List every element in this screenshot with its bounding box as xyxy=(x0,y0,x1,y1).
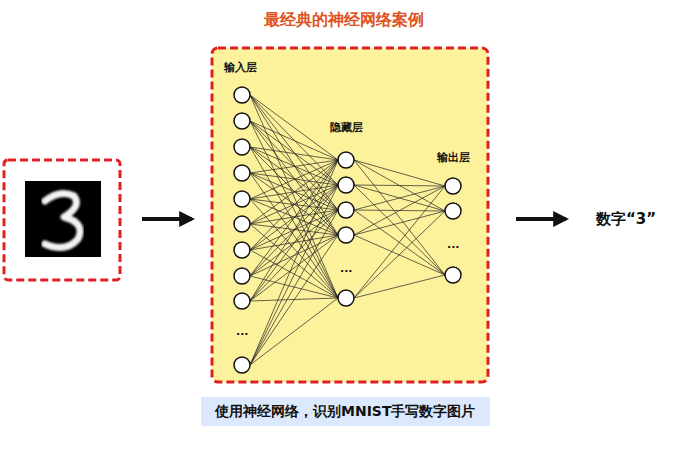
neuron xyxy=(234,216,250,232)
neuron xyxy=(338,290,354,306)
synapse-line xyxy=(250,160,338,199)
synapse-line xyxy=(250,173,338,185)
image-frame xyxy=(4,160,120,280)
neuron xyxy=(445,267,461,283)
layer-label: 输出层 xyxy=(435,151,472,164)
synapse-line xyxy=(354,185,445,211)
synapse-line xyxy=(354,275,445,298)
synapse-line xyxy=(354,186,445,210)
synapse-line xyxy=(250,160,338,173)
network-panel xyxy=(212,48,488,382)
output-arrow xyxy=(516,217,566,221)
network xyxy=(234,87,461,373)
synapse-line xyxy=(250,121,338,210)
synapse-line xyxy=(354,211,445,235)
neuron xyxy=(234,165,250,181)
synapse-line xyxy=(250,95,338,210)
synapse-line xyxy=(250,95,338,185)
neuron xyxy=(234,113,250,129)
neuron xyxy=(234,242,250,258)
ellipsis: ... xyxy=(234,326,251,337)
synapse-line xyxy=(354,235,445,275)
synapse-line xyxy=(250,95,338,235)
neuron xyxy=(234,87,250,103)
neuron xyxy=(234,191,250,207)
synapse-line xyxy=(250,185,338,365)
synapse-line xyxy=(354,186,445,298)
ellipsis: ... xyxy=(338,263,355,274)
neuron xyxy=(445,203,461,219)
synapse-line xyxy=(354,186,445,235)
neuron xyxy=(234,357,250,373)
title: 最经典的神经网络案例 xyxy=(264,10,424,29)
synapse-line xyxy=(250,160,338,224)
neuron xyxy=(234,293,250,309)
input-arrow xyxy=(142,217,192,221)
synapse-line xyxy=(250,147,338,210)
neuron xyxy=(338,202,354,218)
neuron xyxy=(234,268,250,284)
synapse-line xyxy=(250,210,338,365)
synapse-line xyxy=(354,160,445,275)
synapse-line xyxy=(250,160,338,365)
synapse-line xyxy=(250,121,338,298)
neuron xyxy=(338,177,354,193)
synapse-line xyxy=(250,121,338,160)
neuron xyxy=(338,227,354,243)
synapse-line xyxy=(250,160,338,301)
synapse-line xyxy=(250,173,338,235)
handwritten-digit xyxy=(45,193,80,247)
synapse-line xyxy=(354,185,445,275)
synapse-line xyxy=(250,147,338,160)
synapse-line xyxy=(250,185,338,301)
mnist-image xyxy=(25,181,101,257)
synapse-line xyxy=(250,298,338,365)
layer-label: 输入层 xyxy=(222,61,259,74)
ellipsis: ... xyxy=(445,239,462,250)
synapse-line xyxy=(250,235,338,301)
synapse-line xyxy=(354,211,445,298)
synapse-line xyxy=(250,95,338,298)
synapse-line xyxy=(250,95,338,160)
synapse-line xyxy=(250,160,338,250)
result-label: 数字“3” xyxy=(596,210,656,228)
synapse-line xyxy=(250,235,338,365)
layer-label: 隐藏层 xyxy=(328,121,365,134)
neuron xyxy=(445,178,461,194)
synapse-line xyxy=(354,185,445,186)
neuron xyxy=(338,152,354,168)
synapse-line xyxy=(250,160,338,276)
neuron xyxy=(234,139,250,155)
caption-band: 使用神经网络，识别MNIST手写数字图片 xyxy=(201,397,490,426)
synapse-line xyxy=(354,160,445,186)
synapse-line xyxy=(250,121,338,185)
